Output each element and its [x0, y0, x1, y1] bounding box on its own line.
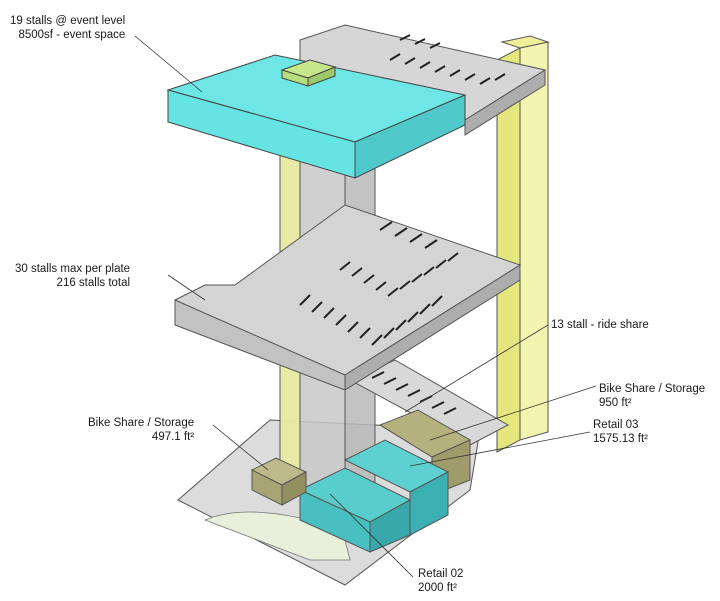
plate-line1: 30 stalls max per plate	[15, 263, 131, 275]
bike-share-right-line2: 950 ft²	[599, 397, 632, 409]
bike-share-left-line1: Bike Share / Storage	[88, 417, 195, 429]
ride-share-line1: 13 stall - ride share	[551, 319, 649, 331]
event-space-slab	[166, 54, 467, 179]
retail-03-label: Retail 03 1575.13 ft²	[593, 418, 648, 446]
retail-03-block	[343, 439, 450, 536]
bike-share-left-line2: 497.1 ft²	[151, 431, 195, 443]
stair-core-right	[496, 35, 550, 453]
bike-share-right-line1: Bike Share / Storage	[599, 383, 706, 395]
retail-02-line2: 2000 ft²	[418, 582, 457, 594]
ride-share-label: 13 stall - ride share	[551, 318, 649, 332]
bike-share-right-label: Bike Share / Storage 950 ft²	[599, 382, 705, 410]
event-level-line1: 19 stalls @ event level	[10, 15, 126, 27]
retail-03-line2: 1575.13 ft²	[593, 433, 648, 445]
retail-02-label: Retail 02 2000 ft²	[418, 567, 463, 595]
event-level-label: 19 stalls @ event level 8500sf - event s…	[10, 14, 125, 42]
leader-lines	[134, 35, 597, 578]
middle-parking-plate	[174, 204, 522, 391]
bike-share-left-block	[250, 457, 308, 506]
event-level-line2: 8500sf - event space	[18, 29, 126, 41]
bike-share-left-label: Bike Share / Storage 497.1 ft²	[88, 416, 194, 444]
plate-label: 30 stalls max per plate 216 stalls total	[15, 262, 130, 290]
retail-02-block	[298, 467, 412, 553]
retail-03-line1: Retail 03	[593, 419, 639, 431]
plate-line2: 216 stalls total	[56, 277, 131, 289]
retail-02-line1: Retail 02	[418, 568, 464, 580]
